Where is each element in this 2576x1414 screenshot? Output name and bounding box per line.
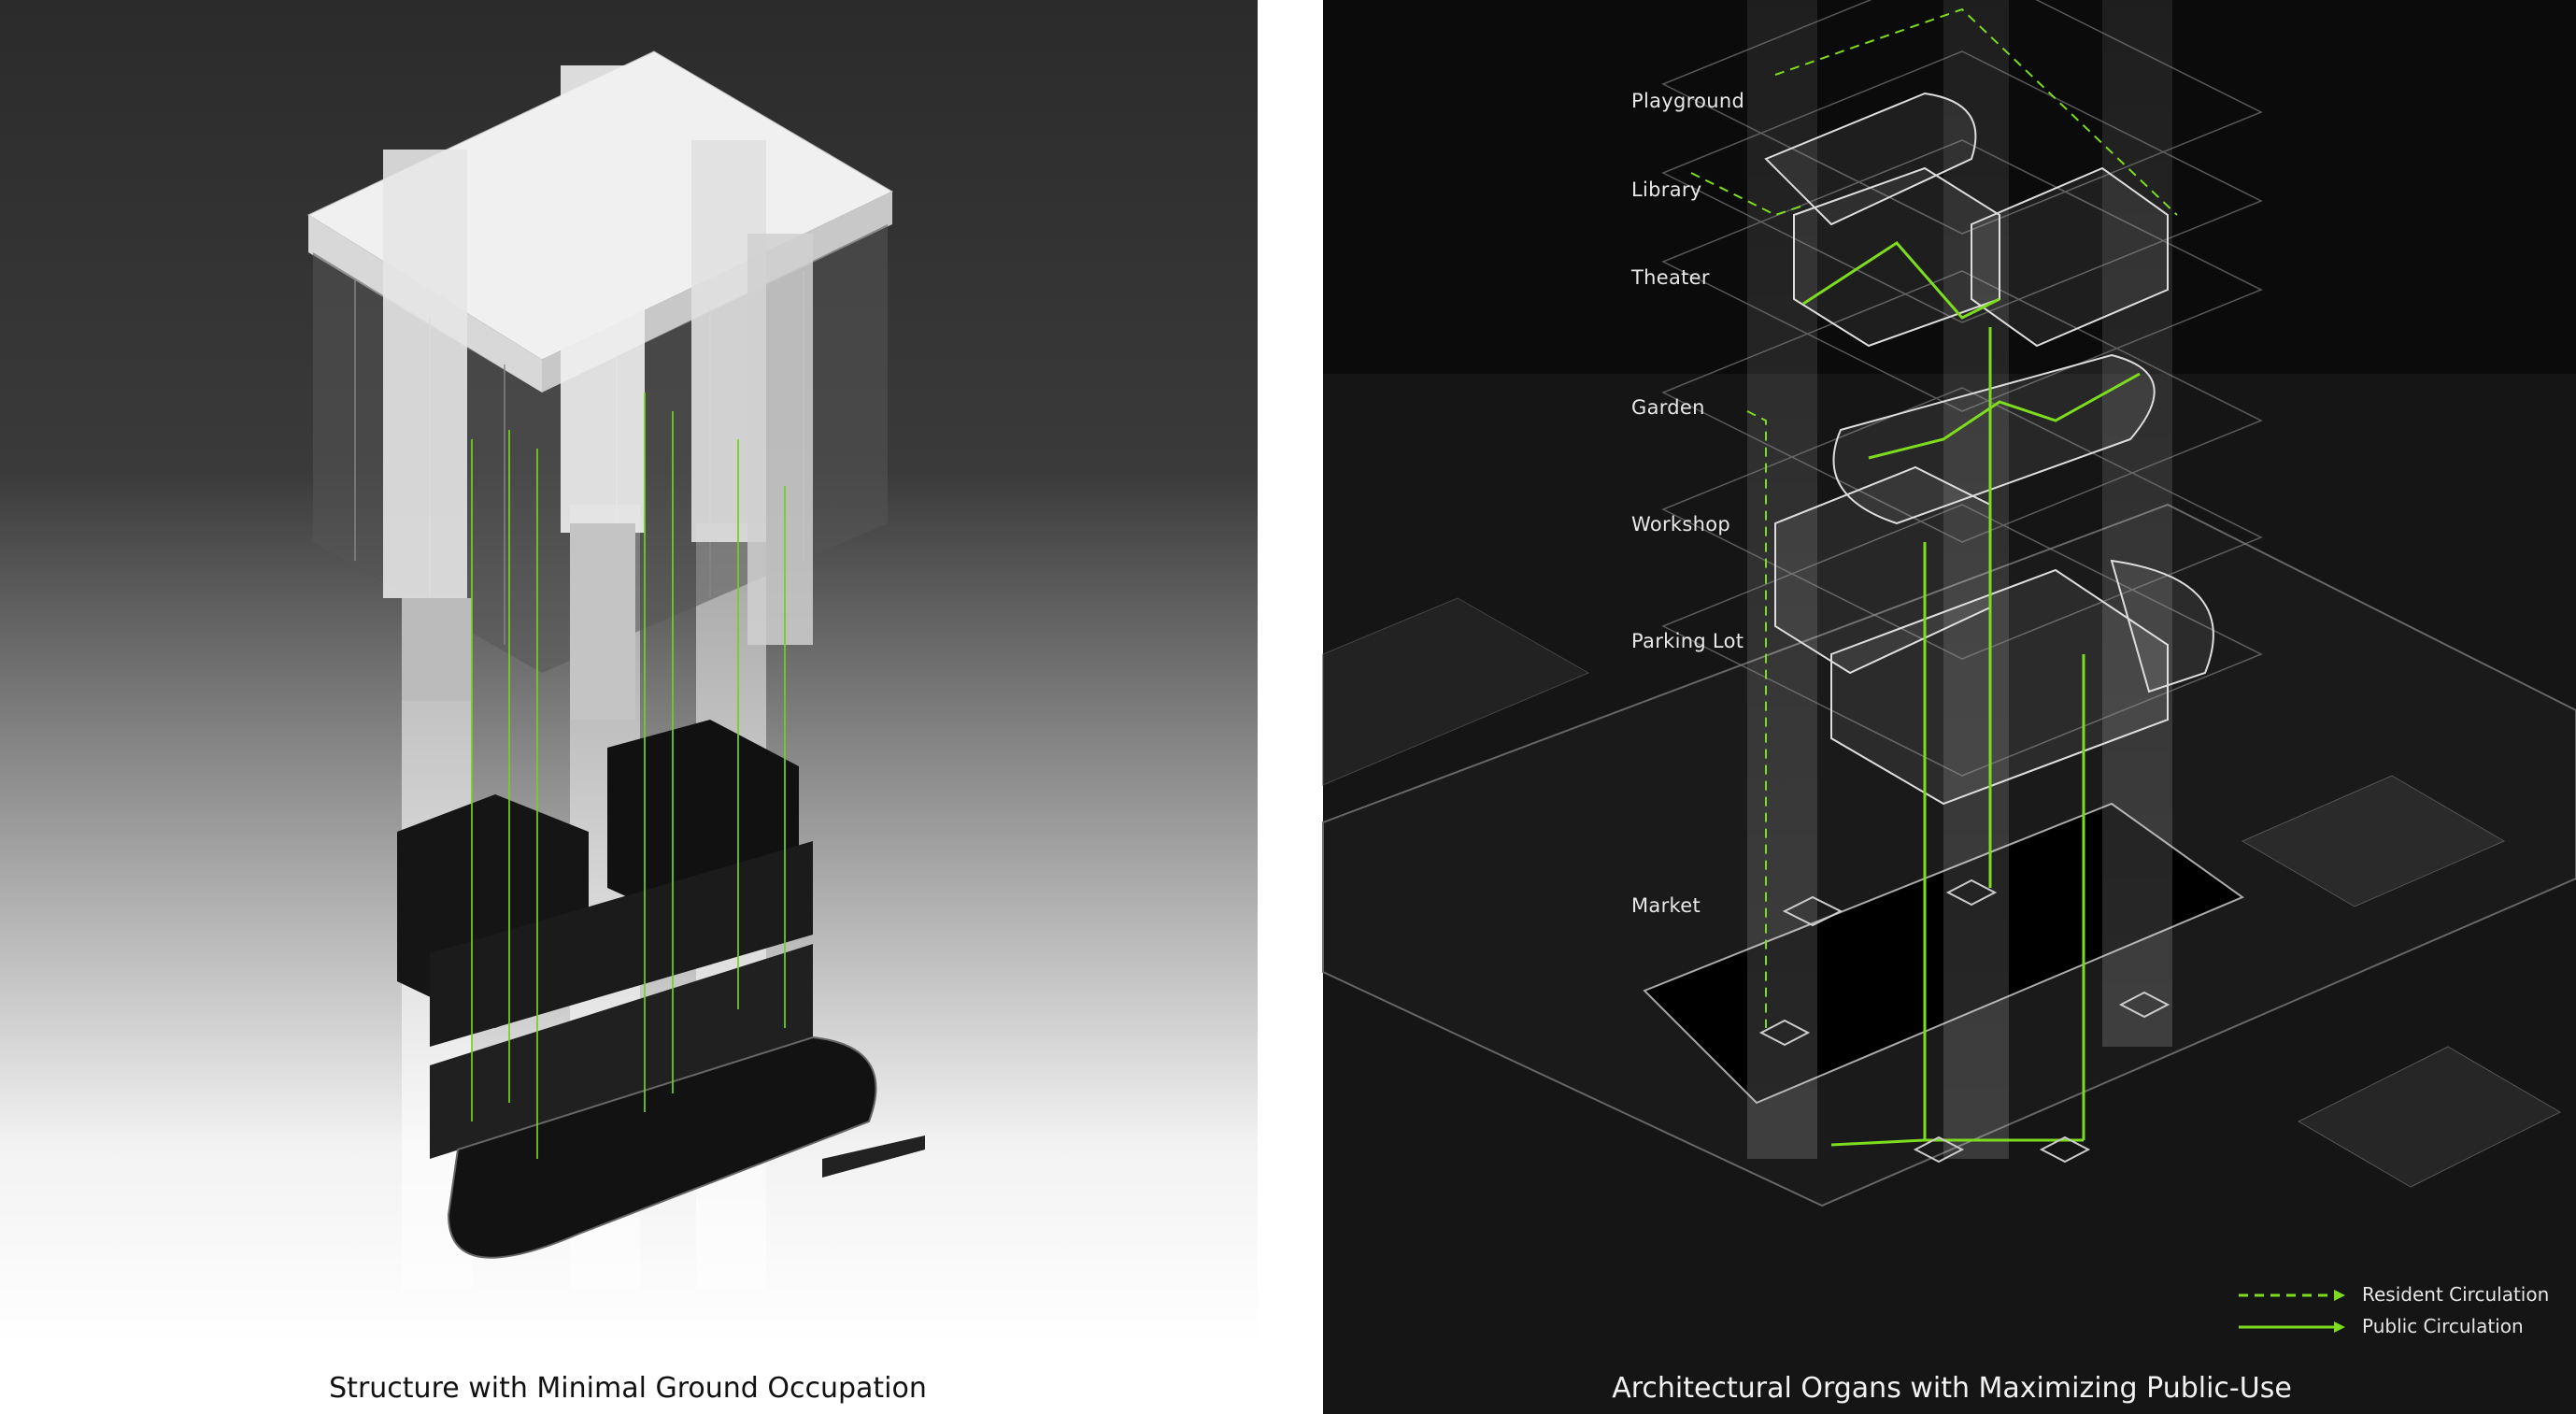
level-label-playground: Playground [1631, 90, 1745, 112]
left-structure-panel [0, 0, 1258, 1346]
right-caption: Architectural Organs with Maximizing Pub… [1612, 1372, 2292, 1405]
legend-public-circulation: Public Circulation [2362, 1315, 2524, 1337]
level-label-workshop: Workshop [1631, 513, 1731, 536]
level-label-theater: Theater [1631, 266, 1710, 289]
left-caption: Structure with Minimal Ground Occupation [329, 1372, 927, 1405]
level-label-market: Market [1631, 894, 1701, 917]
legend-resident-circulation: Resident Circulation [2362, 1283, 2550, 1306]
level-label-garden: Garden [1631, 396, 1705, 419]
level-label-library: Library [1631, 179, 1702, 201]
level-label-parking-lot: Parking Lot [1631, 630, 1744, 652]
right-organs-panel [1322, 0, 2576, 1414]
